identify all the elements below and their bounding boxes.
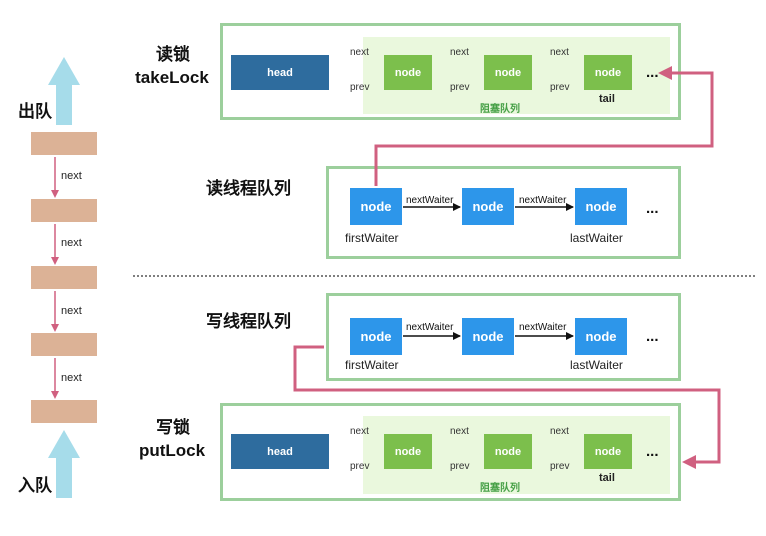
read-first-waiter-node: node — [350, 188, 402, 225]
write-node: node — [484, 434, 532, 469]
queue-next-label: next — [61, 237, 82, 249]
queue-item — [31, 132, 97, 155]
read-prev-label: prev — [450, 82, 470, 93]
read-head-node: head — [231, 55, 329, 90]
read-lock-title: 读锁 — [156, 45, 190, 64]
queue-next-label: next — [61, 170, 82, 182]
read-node: node — [484, 55, 532, 90]
write-next-waiter-label: nextWaiter — [406, 322, 454, 333]
write-thread-queue-title: 写线程队列 — [206, 312, 291, 331]
write-tail-node: node — [584, 434, 632, 469]
read-next-waiter-label: nextWaiter — [406, 195, 454, 206]
queue-item — [31, 333, 97, 356]
write-next-label: next — [350, 426, 369, 437]
write-last-waiter-node: node — [575, 318, 627, 355]
read-next-waiter-label: nextWaiter — [519, 195, 567, 206]
read-first-waiter-label: firstWaiter — [345, 231, 399, 245]
queue-item — [31, 266, 97, 289]
write-first-waiter-label: firstWaiter — [345, 358, 399, 372]
read-threads-ellipsis: ... — [646, 200, 659, 217]
write-enqueue-connector-arrow — [293, 345, 721, 469]
read-prev-label: prev — [350, 82, 370, 93]
write-waiter-node: node — [462, 318, 514, 355]
write-first-waiter-node: node — [350, 318, 402, 355]
dequeue-arrow-icon — [48, 57, 80, 125]
read-tail-label: tail — [599, 93, 615, 105]
write-tail-label: tail — [599, 472, 615, 484]
queue-item — [31, 400, 97, 423]
read-prev-label: prev — [550, 82, 570, 93]
queue-item — [31, 199, 97, 222]
queue-next-label: next — [61, 305, 82, 317]
write-lock-title: 写锁 — [156, 418, 190, 437]
read-next-label: next — [350, 47, 369, 58]
write-lock-subtitle: putLock — [138, 441, 206, 460]
read-last-waiter-label: lastWaiter — [570, 231, 623, 245]
read-blocking-label: 阻塞队列 — [480, 104, 520, 115]
read-tail-node: node — [584, 55, 632, 90]
read-last-waiter-node: node — [575, 188, 627, 225]
write-ellipsis: ... — [646, 443, 659, 460]
dequeue-label: 出队 — [18, 102, 52, 121]
write-next-label: next — [550, 426, 569, 437]
read-waiter-node: node — [462, 188, 514, 225]
queue-next-label: next — [61, 372, 82, 384]
write-prev-label: prev — [450, 461, 470, 472]
read-enqueue-connector-arrow — [374, 66, 714, 186]
read-lock-subtitle: takeLock — [135, 68, 209, 87]
write-node: node — [384, 434, 432, 469]
read-next-label: next — [550, 47, 569, 58]
read-ellipsis: ... — [646, 64, 659, 81]
write-next-waiter-label: nextWaiter — [519, 322, 567, 333]
write-blocking-label: 阻塞队列 — [480, 483, 520, 494]
write-prev-label: prev — [350, 461, 370, 472]
write-head-node: head — [231, 434, 329, 469]
read-thread-queue-title: 读线程队列 — [206, 179, 291, 198]
write-prev-label: prev — [550, 461, 570, 472]
write-threads-ellipsis: ... — [646, 328, 659, 345]
enqueue-label: 入队 — [18, 476, 52, 495]
write-next-label: next — [450, 426, 469, 437]
enqueue-arrow-icon — [48, 430, 80, 498]
write-last-waiter-label: lastWaiter — [570, 358, 623, 372]
read-node: node — [384, 55, 432, 90]
read-next-label: next — [450, 47, 469, 58]
